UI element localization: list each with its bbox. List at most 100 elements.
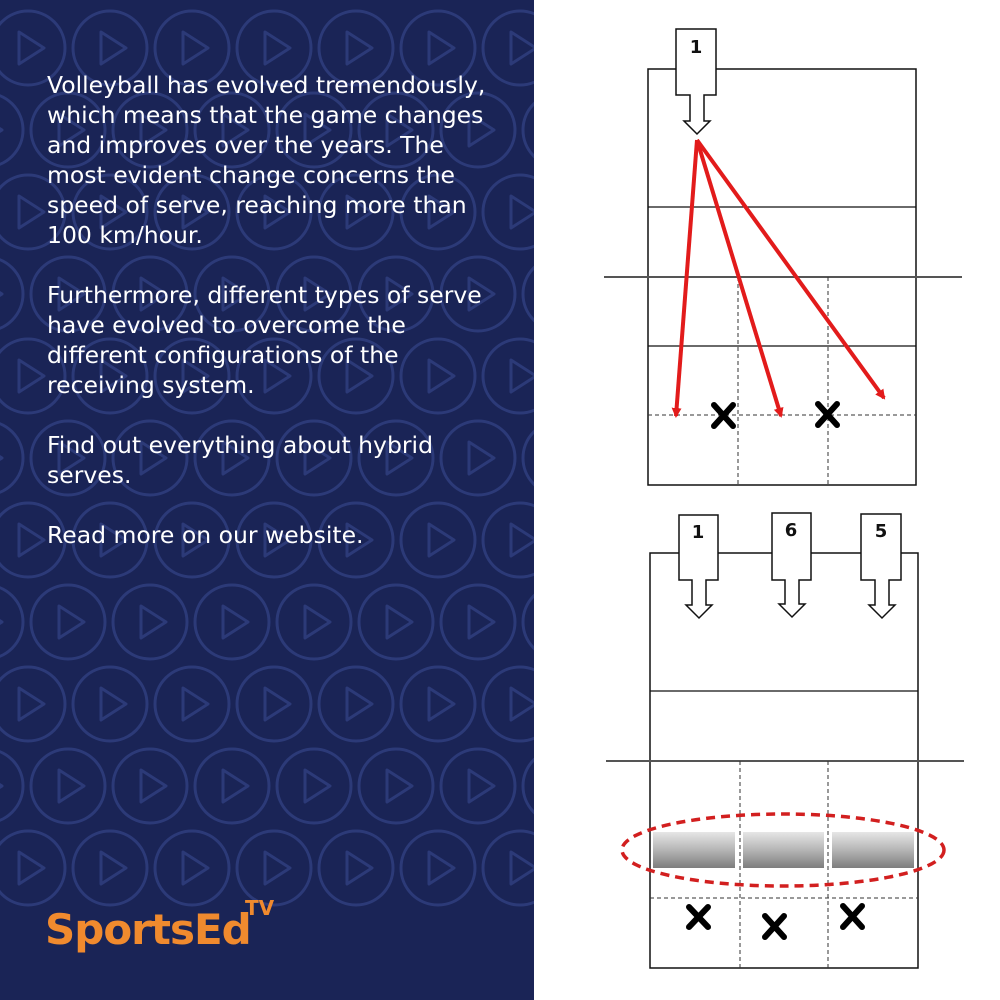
play-circle-icon <box>275 91 353 169</box>
play-triangle-icon <box>99 522 128 558</box>
play-circle-icon <box>521 757 534 815</box>
play-circle-icon <box>153 829 231 907</box>
play-triangle-icon <box>385 768 414 804</box>
play-circle-icon <box>481 829 534 907</box>
play-circle-icon <box>111 747 189 825</box>
play-triangle-icon <box>385 276 414 312</box>
paragraph-serve-types: Furthermore, different types of serve ha… <box>47 281 482 399</box>
bottom-receiver-markers <box>686 903 865 940</box>
play-triangle-icon <box>509 522 534 558</box>
info-panel: Volleyball has evolved tremendously, whi… <box>0 0 534 1000</box>
top-court-diagram: 1 <box>604 28 962 486</box>
logo-tv-superscript: TV <box>245 896 275 920</box>
play-circle-icon <box>29 419 107 497</box>
bottom-receiver-mark-2 <box>762 913 787 940</box>
play-circle-icon <box>0 501 67 579</box>
play-triangle-icon <box>181 686 210 722</box>
play-circle-icon <box>317 173 395 251</box>
play-triangle-icon <box>509 30 534 66</box>
play-circle-icon <box>481 9 534 87</box>
play-circle-icon <box>521 265 534 323</box>
play-circle-icon <box>29 91 107 169</box>
play-triangle-icon <box>303 440 332 476</box>
bottom-server-marker-5: 5 <box>860 513 902 620</box>
play-triangle-icon <box>181 30 210 66</box>
play-circle-icon <box>71 829 149 907</box>
play-triangle-icon <box>99 850 128 886</box>
top-receiver-markers <box>711 401 840 429</box>
play-circle-icon <box>399 9 477 87</box>
play-triangle-icon <box>263 522 292 558</box>
play-circle-icon <box>481 173 534 251</box>
play-circle-icon <box>71 173 149 251</box>
play-circle-icon <box>0 665 67 743</box>
play-circle-icon <box>71 501 149 579</box>
play-circle-icon <box>111 91 189 169</box>
serve-arrow-right <box>695 138 886 400</box>
play-triangle-icon <box>427 194 456 230</box>
play-triangle-icon <box>345 30 374 66</box>
play-triangle-icon <box>509 194 534 230</box>
play-triangle-icon <box>221 276 250 312</box>
play-circle-icon <box>0 94 25 166</box>
description-text: Volleyball has evolved tremendously, whi… <box>47 70 507 580</box>
play-circle-icon <box>0 9 67 87</box>
top-receiver-mark-1 <box>711 402 736 429</box>
play-triangle-icon <box>57 276 86 312</box>
play-triangle-icon <box>221 112 250 148</box>
play-circle-icon <box>439 747 517 825</box>
paragraph-read-more[interactable]: Read more on our website. <box>47 521 364 549</box>
play-triangle-icon <box>345 522 374 558</box>
play-triangle-icon <box>263 358 292 394</box>
play-triangle-icon <box>467 440 496 476</box>
play-circle-icon <box>29 747 107 825</box>
bottom-server-number-1: 1 <box>692 522 705 543</box>
play-triangle-icon <box>139 276 168 312</box>
play-triangle-icon <box>263 850 292 886</box>
play-triangle-icon <box>263 686 292 722</box>
play-triangle-icon <box>467 768 496 804</box>
play-triangle-icon <box>17 194 46 230</box>
play-circle-icon <box>71 337 149 415</box>
play-triangle-icon <box>427 686 456 722</box>
play-triangle-icon <box>17 358 46 394</box>
play-triangle-icon <box>385 440 414 476</box>
play-circle-icon <box>399 829 477 907</box>
target-zone-right <box>832 832 914 868</box>
play-circle-icon <box>153 665 231 743</box>
play-circle-icon <box>481 501 534 579</box>
play-triangle-icon <box>99 30 128 66</box>
play-circle-icon <box>357 583 435 661</box>
play-triangle-icon <box>139 112 168 148</box>
play-circle-icon <box>111 255 189 333</box>
play-circle-icon <box>521 101 534 159</box>
play-circle-icon <box>0 337 67 415</box>
play-triangle-icon <box>221 604 250 640</box>
play-circle-icon <box>399 665 477 743</box>
play-triangle-icon <box>345 194 374 230</box>
play-circle-icon <box>153 9 231 87</box>
play-circle-icon <box>111 583 189 661</box>
play-triangle-icon <box>263 30 292 66</box>
top-receiver-mark-2 <box>815 401 840 428</box>
play-triangle-icon <box>0 618 4 626</box>
play-circle-icon <box>317 9 395 87</box>
play-circle-icon <box>275 419 353 497</box>
play-circle-icon <box>235 337 313 415</box>
play-circle-icon <box>235 9 313 87</box>
play-circle-icon <box>193 255 271 333</box>
play-triangle-icon <box>17 30 46 66</box>
play-circle-icon <box>71 665 149 743</box>
serve-arrow-middle <box>695 139 784 418</box>
play-circle-icon <box>193 583 271 661</box>
play-triangle-icon <box>427 358 456 394</box>
play-triangle-icon <box>345 850 374 886</box>
play-circle-icon <box>399 173 477 251</box>
play-circle-icon <box>399 501 477 579</box>
play-triangle-icon <box>17 850 46 886</box>
bottom-server-number-5: 5 <box>875 521 888 542</box>
play-circle-icon <box>0 586 25 658</box>
top-server-marker: 1 <box>675 28 717 136</box>
bottom-server-number-6: 6 <box>785 520 798 541</box>
play-triangle-icon <box>139 768 168 804</box>
